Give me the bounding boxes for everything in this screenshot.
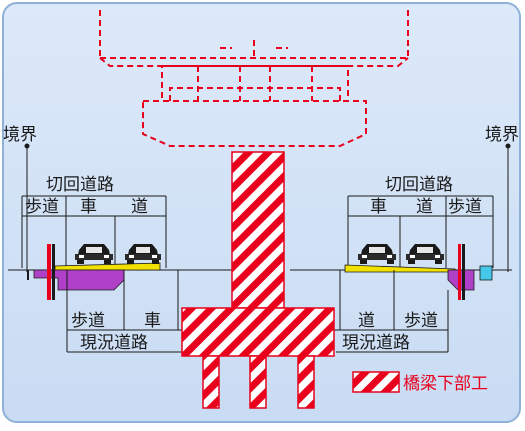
legend: 橋梁下部工 (352, 371, 488, 394)
detour-dimension-lines (21, 195, 494, 268)
detour-left-road: 道 (131, 197, 148, 217)
detour-right-car: 車 (370, 197, 387, 217)
car-icon (125, 244, 161, 264)
current-right-label: 現況道路 (342, 333, 410, 353)
current-right-sidewalk: 歩道 (404, 311, 438, 331)
current-left-label: 現況道路 (80, 333, 148, 353)
planned-superstructure (99, 10, 409, 147)
left-road-surface (27, 244, 161, 300)
detour-left-car: 車 (80, 197, 97, 217)
car-icon (406, 244, 444, 264)
detour-right-road: 道 (416, 197, 433, 217)
detour-left-sidewalk: 歩道 (25, 197, 59, 217)
current-left-sidewalk: 歩道 (71, 311, 105, 331)
pier-substructure (181, 151, 335, 409)
boundary-right-label: 境界 (485, 125, 519, 145)
car-icon (358, 244, 396, 264)
boundary-markers (24, 143, 511, 272)
current-left-car: 車 (144, 311, 161, 331)
current-right-road: 道 (358, 311, 375, 331)
detour-left-label: 切回道路 (46, 175, 114, 195)
right-road-surface (344, 244, 493, 300)
car-icon (75, 244, 113, 264)
legend-swatch (352, 371, 400, 393)
detour-right-sidewalk: 歩道 (448, 197, 482, 217)
boundary-left-label: 境界 (3, 125, 37, 145)
detour-right-label: 切回道路 (385, 175, 453, 195)
legend-label: 橋梁下部工 (403, 374, 488, 394)
